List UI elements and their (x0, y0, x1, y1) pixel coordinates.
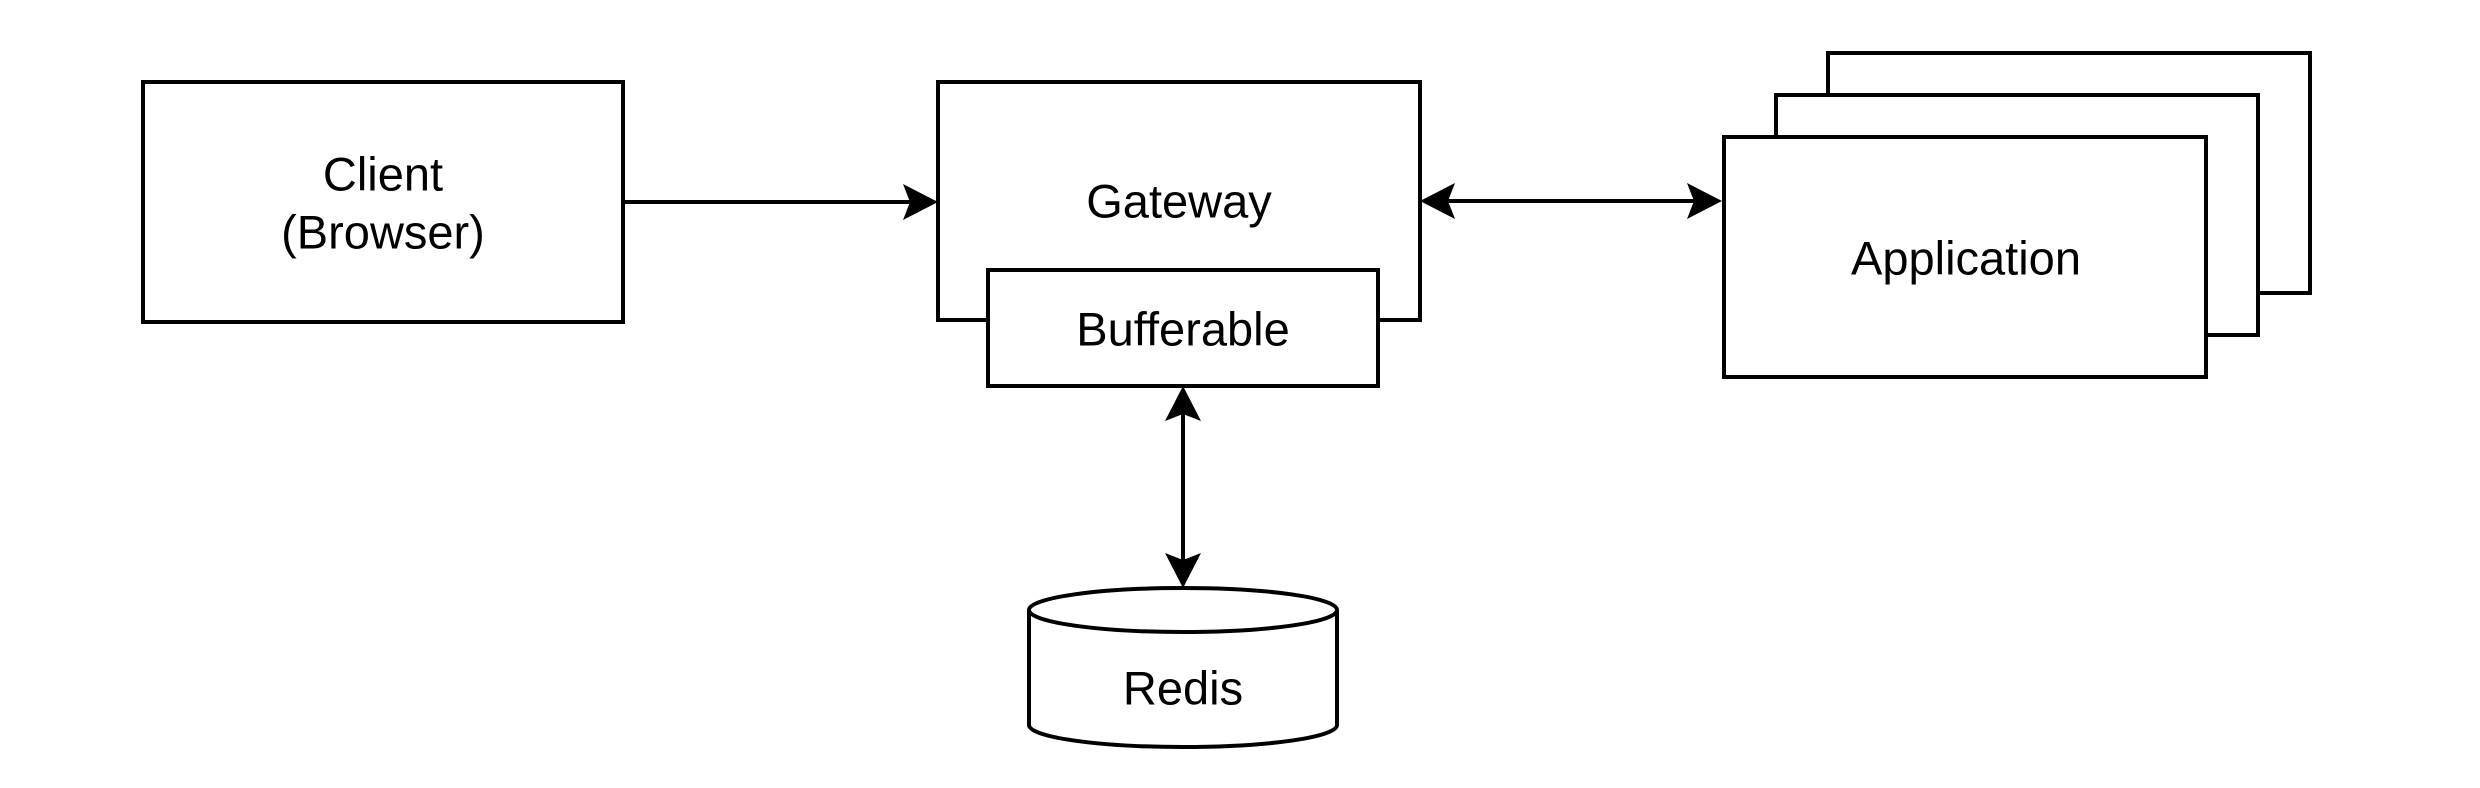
client-node: Client (Browser) (141, 80, 625, 324)
bufferable-redis-arrow (1165, 386, 1201, 588)
redis-cylinder-top (1027, 586, 1339, 634)
redis-label: Redis (1123, 662, 1243, 715)
client-sublabel: (Browser) (281, 206, 485, 259)
application-label: Application (1851, 232, 2081, 285)
client-label: Client (323, 148, 443, 201)
client-gateway-arrowhead-icon (903, 184, 938, 220)
application-node: Application (1722, 51, 2312, 379)
bufferable-node: Bufferable (986, 268, 1380, 388)
redis-node: Redis (1027, 586, 1339, 749)
redis-cylinder-body (1027, 610, 1339, 749)
client-gateway-arrow (623, 184, 938, 220)
client-box (141, 80, 625, 324)
redis-arrowhead-icon (1165, 553, 1201, 588)
application-box-front (1722, 135, 2208, 379)
application-arrowhead-icon (1687, 183, 1722, 219)
bufferable-label: Bufferable (1076, 303, 1289, 356)
gateway-label: Gateway (1086, 175, 1272, 228)
bufferable-arrowhead-icon (1165, 386, 1201, 421)
gateway-arrowhead-icon (1420, 183, 1455, 219)
gateway-application-arrow (1420, 183, 1722, 219)
